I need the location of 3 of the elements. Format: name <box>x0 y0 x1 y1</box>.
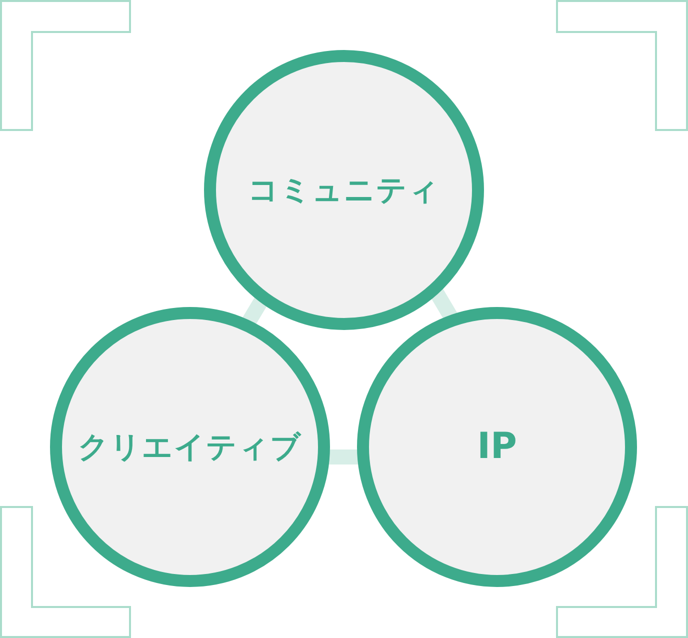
node-label: IP <box>477 427 517 467</box>
node-label: クリエイティブ <box>78 430 302 464</box>
node-label: コミュニティ <box>248 174 440 206</box>
